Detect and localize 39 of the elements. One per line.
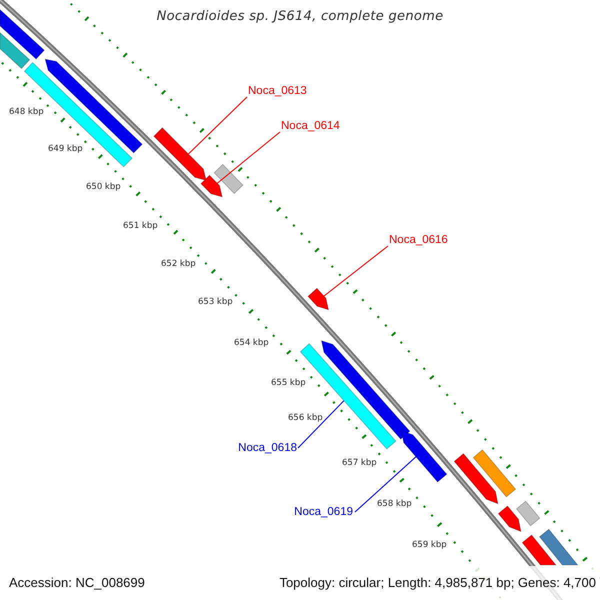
gene-label: Noca_0613 <box>248 85 307 98</box>
leader-line <box>354 456 416 512</box>
scale-label: 650 kbp <box>86 182 121 192</box>
leader-line <box>324 246 388 296</box>
scale-label: 658 kbp <box>377 499 412 509</box>
gene-feature <box>472 449 516 498</box>
scale-label: 648 kbp <box>9 107 44 117</box>
leader-line <box>188 96 248 154</box>
scale-label: 652 kbp <box>161 259 196 269</box>
gene-feature <box>214 164 244 194</box>
accession-text: Accession: NC_008699 <box>9 575 145 590</box>
leader-line <box>216 132 280 184</box>
scale-label: 655 kbp <box>271 378 306 388</box>
scale-label: 657 kbp <box>342 458 377 468</box>
gene-feature <box>200 174 223 198</box>
gene-feature <box>44 58 143 154</box>
gene-feature <box>0 8 45 60</box>
gene-feature <box>153 127 207 181</box>
gene-feature <box>400 430 448 483</box>
gene-feature <box>498 505 522 532</box>
scale-label: 654 kbp <box>234 338 269 348</box>
scale-label: 649 kbp <box>48 144 83 154</box>
gene-label: Noca_0616 <box>389 234 448 247</box>
gene-label: Noca_0614 <box>281 120 340 133</box>
diagram-title: Nocardioides sp. JS614, complete genome <box>156 9 444 24</box>
leader-line <box>298 400 344 448</box>
gene-feature <box>24 62 133 168</box>
scale-label: 651 kbp <box>123 221 158 231</box>
gene-feature <box>516 500 540 526</box>
gene-label: Noca_0619 <box>294 506 353 519</box>
gene-feature <box>454 453 498 504</box>
scale-label: 653 kbp <box>198 297 233 307</box>
gene-label: Noca_0618 <box>238 442 297 455</box>
scale-label: 656 kbp <box>288 413 323 423</box>
gene-feature <box>0 32 30 70</box>
gene-feature <box>307 288 330 310</box>
gene-feature <box>320 340 410 440</box>
genome-info-text: Topology: circular; Length: 4,985,871 bp; Genes: 4,700 <box>279 575 596 590</box>
scale-label: 659 kbp <box>412 540 447 550</box>
